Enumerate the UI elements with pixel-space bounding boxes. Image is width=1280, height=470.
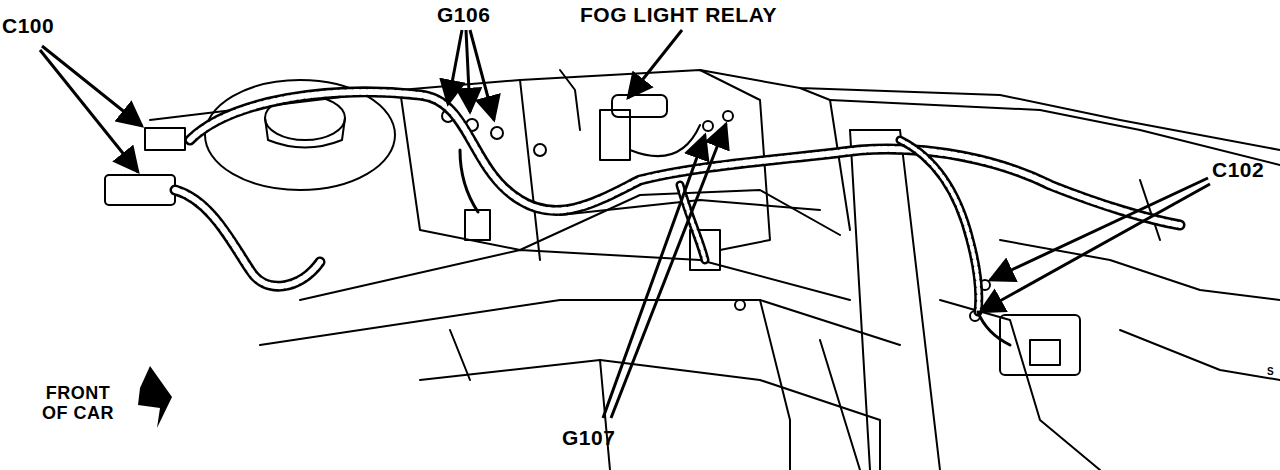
callout-label: FOG LIGHT RELAY [580,3,777,26]
callout-label: FRONT OF CAR [32,384,124,424]
direction-arrow [138,366,172,428]
callout-label: S [1267,366,1274,377]
callout-label: G106 [437,3,490,26]
callout-label: G107 [562,426,615,449]
callout-label: C102 [1212,158,1264,181]
callout-label: C100 [2,14,54,37]
